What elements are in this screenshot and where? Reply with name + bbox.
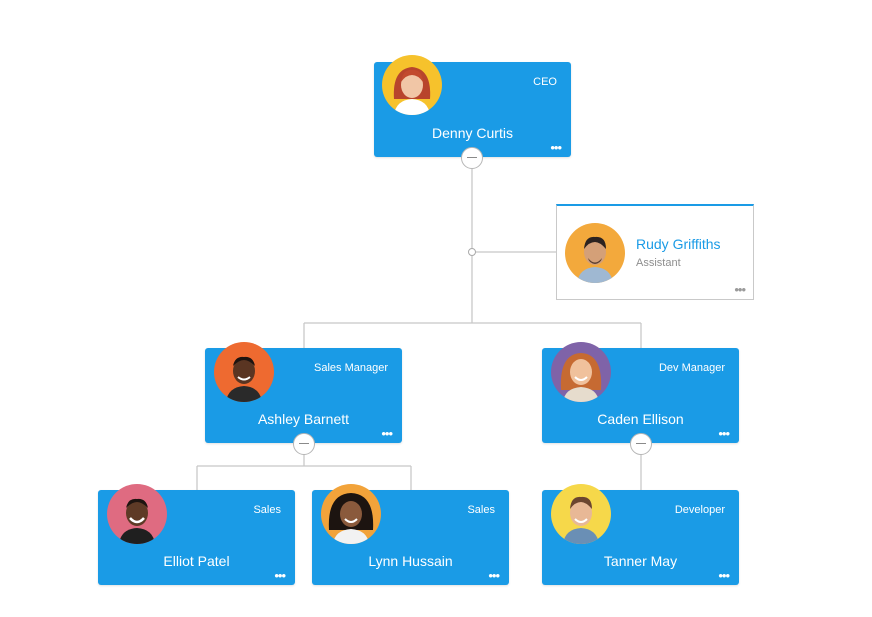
person-avatar-icon	[551, 484, 611, 544]
collapse-minus-icon[interactable]	[461, 147, 483, 169]
person-avatar-icon	[565, 223, 625, 283]
person-avatar-icon	[551, 342, 611, 402]
collapse-minus-icon[interactable]	[630, 433, 652, 455]
more-dots-icon[interactable]: •••	[550, 140, 562, 155]
node-name: Lynn Hussain	[368, 553, 453, 569]
more-dots-icon[interactable]: •••	[381, 426, 393, 441]
node-name: Ashley Barnett	[257, 411, 350, 427]
more-dots-icon[interactable]: •••	[488, 568, 500, 583]
node-role: Sales Manager	[314, 362, 388, 374]
person-avatar-icon	[107, 484, 167, 544]
node-name: Denny Curtis	[432, 125, 513, 141]
more-dots-icon[interactable]: •••	[718, 568, 730, 583]
collapse-minus-icon[interactable]	[293, 433, 315, 455]
node-role: Sales	[467, 504, 495, 516]
node-role: Developer	[674, 504, 725, 516]
more-dots-icon[interactable]: •••	[274, 568, 286, 583]
more-dots-icon[interactable]: •••	[718, 426, 730, 441]
node-role: Dev Manager	[658, 362, 725, 374]
node-name: Rudy Griffiths	[636, 236, 721, 252]
node-name: Tanner May	[603, 553, 678, 569]
node-role: Assistant	[636, 257, 681, 269]
node-role: CEO	[533, 76, 557, 88]
node-name: Elliot Patel	[163, 553, 230, 569]
node-role: Sales	[253, 504, 281, 516]
person-avatar-icon	[382, 55, 442, 115]
person-avatar-icon	[214, 342, 274, 402]
node-name: Caden Ellison	[597, 411, 684, 427]
more-dots-icon[interactable]: •••	[734, 282, 746, 297]
assistant-junction	[468, 248, 476, 256]
person-avatar-icon	[321, 484, 381, 544]
